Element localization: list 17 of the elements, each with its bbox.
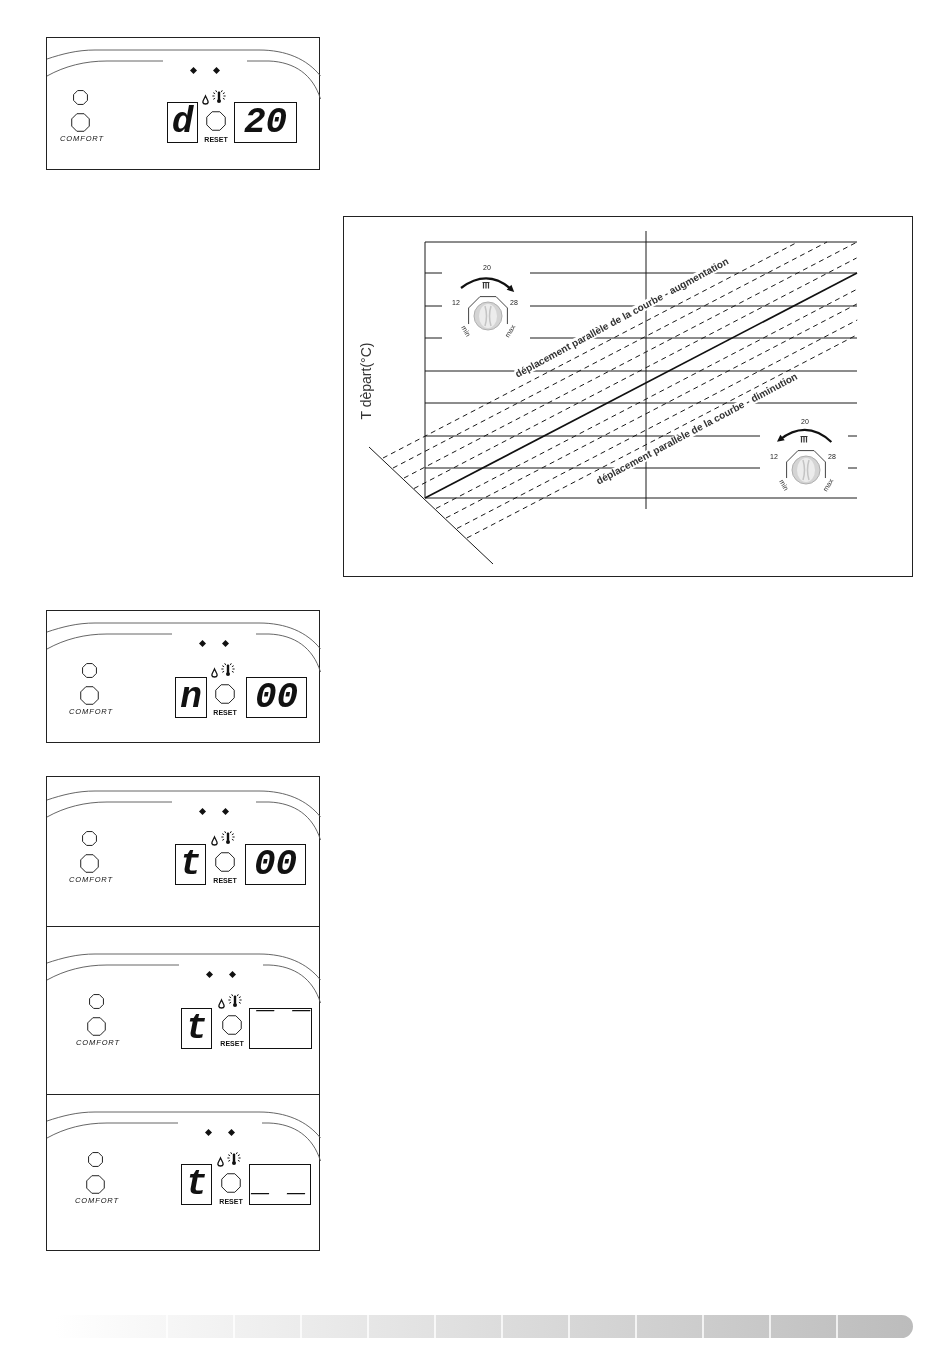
control-panel [46,926,320,1095]
lcd-display: _ _ [249,1164,311,1205]
lcd-display: t [181,1164,212,1205]
lcd-display: n [175,677,207,718]
control-panel [46,37,320,170]
lcd-display: d [167,102,198,143]
axis-title: T dèpart(°C) [359,342,373,420]
graph-frame [343,216,913,577]
lcd-display: 00 [245,844,306,885]
control-panel [46,776,320,927]
lcd-display: 00 [246,677,307,718]
lcd-display: t [181,1008,212,1049]
lcd-display: ‾ ‾ [249,1008,312,1049]
lcd-display: t [175,844,206,885]
control-panel [46,1094,320,1251]
control-panel [46,610,320,743]
lcd-display: 20 [234,102,297,143]
